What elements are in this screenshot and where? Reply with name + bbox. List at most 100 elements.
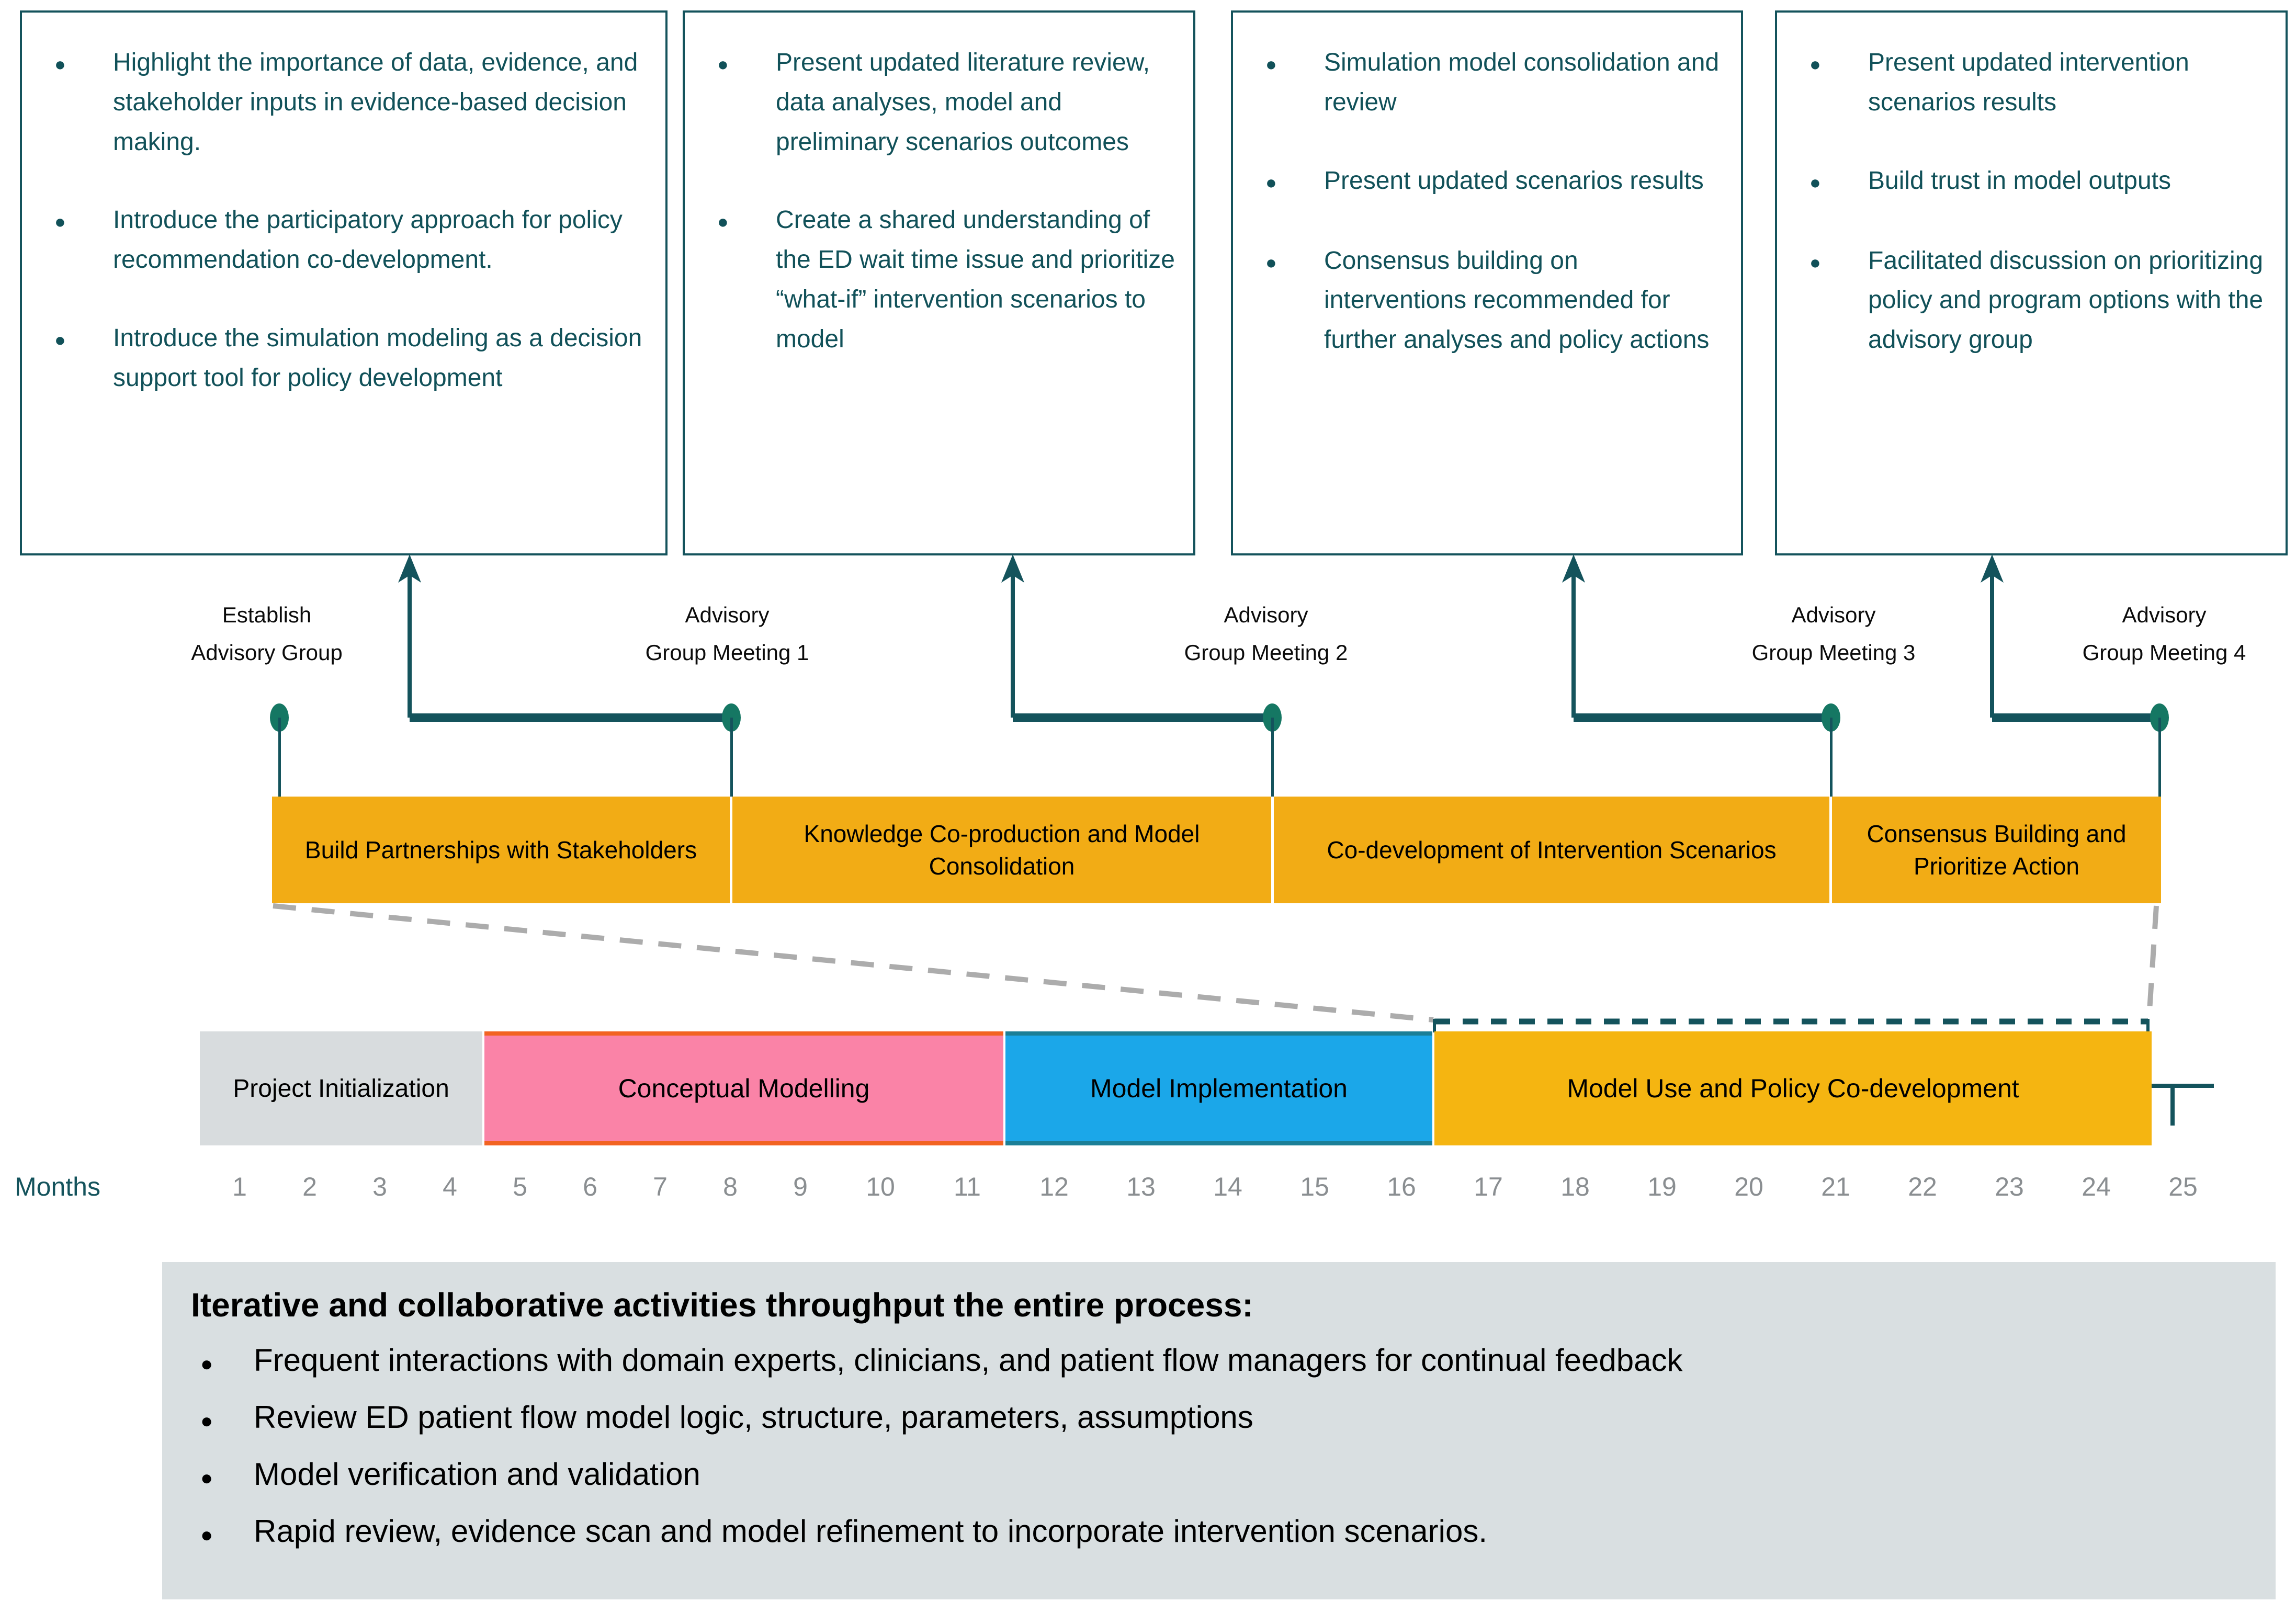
activities-panel: Iterative and collaborative activities t… (162, 1262, 2276, 1599)
month-tick: 25 (2168, 1172, 2198, 1201)
elbow-connector-4 (1992, 713, 2159, 722)
month-tick: 13 (1126, 1172, 1156, 1201)
month-tick: 17 (1474, 1172, 1503, 1201)
arrow-shaft-1 (408, 575, 412, 718)
bullet-icon (703, 200, 776, 359)
month-tick: 11 (954, 1172, 981, 1201)
elbow-connector-3 (1574, 713, 1831, 722)
months-axis-label: Months (15, 1172, 100, 1201)
bullet-text: Simulation model consolidation and revie… (1324, 49, 1720, 116)
arrow-shaft-4 (1990, 575, 1994, 718)
bullet-item: Frequent interactions with domain expert… (191, 1341, 2247, 1384)
month-tick: 23 (1995, 1172, 2024, 1201)
bullet-text: Frequent interactions with domain expert… (254, 1343, 1683, 1378)
meeting-box-1: Highlight the importance of data, eviden… (20, 10, 668, 555)
bullet-icon (191, 1398, 254, 1441)
drop-line (1830, 718, 1833, 797)
timeline-segment-conceptual-modelling: Conceptual Modelling (484, 1031, 1003, 1145)
month-tick: 5 (513, 1172, 527, 1201)
month-tick: 8 (723, 1172, 738, 1201)
bullet-item: Highlight the importance of data, eviden… (40, 43, 650, 162)
bullet-icon (703, 43, 776, 162)
bullet-item: Simulation model consolidation and revie… (1251, 43, 1725, 122)
month-tick: 9 (793, 1172, 808, 1201)
bullet-item: Introduce the participatory approach for… (40, 200, 650, 280)
elbow-connector-2 (1013, 713, 1272, 722)
bullet-icon (191, 1455, 254, 1498)
month-tick: 21 (1821, 1172, 1850, 1201)
bullet-text: Create a shared understanding of the ED … (776, 206, 1175, 353)
bullet-icon (1251, 43, 1324, 122)
bullet-item: Rapid review, evidence scan and model re… (191, 1512, 2247, 1555)
bullet-text: Facilitated discussion on prioritizing p… (1868, 246, 2264, 354)
arrow-up-icon (398, 554, 421, 583)
arrow-up-icon (1001, 554, 1024, 583)
dashed-connector-left (273, 903, 1434, 1023)
arrow-shaft-2 (1011, 575, 1015, 718)
milestone-label-meeting-4: Advisory Group Meeting 4 (2082, 603, 2246, 665)
month-tick: 1 (232, 1172, 247, 1201)
advisory-bar-segment-1: Build Partnerships with Stakeholders (272, 797, 730, 903)
bullet-item: Review ED patient flow model logic, stru… (191, 1398, 2247, 1441)
drop-line (2158, 718, 2161, 797)
bullet-item: Introduce the simulation modeling as a d… (40, 319, 650, 398)
bullet-item: Present updated intervention scenarios r… (1795, 43, 2270, 122)
advisory-bar-segment-2: Knowledge Co-production and Model Consol… (732, 797, 1271, 903)
meeting-box-3: Simulation model consolidation and revie… (1231, 10, 1743, 555)
milestone-label-meeting-2: Advisory Group Meeting 2 (1184, 603, 1348, 665)
month-tick: 24 (2082, 1172, 2111, 1201)
meeting-box-2: Present updated literature review, data … (683, 10, 1195, 555)
month-tick: 16 (1387, 1172, 1416, 1201)
bullet-icon (40, 200, 113, 280)
month-tick: 20 (1734, 1172, 1763, 1201)
milestone-label-meeting-3: Advisory Group Meeting 3 (1751, 603, 1916, 665)
arrow-up-icon (1981, 554, 2004, 583)
advisory-bar-segment-3: Co-development of Intervention Scenarios (1274, 797, 1829, 903)
bullet-text: Introduce the participatory approach for… (113, 206, 623, 274)
bullet-icon (1795, 241, 1868, 360)
bullet-item: Build trust in model outputs (1795, 161, 2270, 202)
timeline-segment-project-initialization: Project Initialization (200, 1031, 482, 1145)
bullet-icon (40, 319, 113, 398)
arrow-shaft-3 (1571, 575, 1576, 718)
month-tick: 14 (1213, 1172, 1242, 1201)
bullet-text: Present updated scenarios results (1324, 166, 1704, 195)
bullet-text: Present updated literature review, data … (776, 49, 1150, 156)
bullet-icon (1795, 43, 1868, 122)
bullet-text: Consensus building on interventions reco… (1324, 246, 1710, 354)
month-tick: 3 (372, 1172, 387, 1201)
month-tick: 2 (302, 1172, 317, 1201)
arrow-up-icon (1562, 554, 1585, 583)
milestone-label-establish: Establish Advisory Group (191, 603, 343, 665)
bullet-icon (1251, 241, 1324, 360)
bullet-text: Rapid review, evidence scan and model re… (254, 1514, 1487, 1549)
month-tick: 19 (1647, 1172, 1677, 1201)
bullet-item: Consensus building on interventions reco… (1251, 241, 1725, 360)
bullet-icon (40, 43, 113, 162)
month-tick: 6 (583, 1172, 597, 1201)
bullet-icon (1251, 161, 1324, 202)
month-tick: 7 (653, 1172, 668, 1201)
milestone-label-meeting-1: Advisory Group Meeting 1 (645, 603, 809, 665)
timeline-segment-model-implementation: Model Implementation (1005, 1031, 1432, 1145)
month-tick: 22 (1908, 1172, 1937, 1201)
month-tick: 15 (1300, 1172, 1329, 1201)
bullet-text: Review ED patient flow model logic, stru… (254, 1400, 1253, 1435)
bullet-text: Build trust in model outputs (1868, 166, 2171, 195)
activities-heading: Iterative and collaborative activities t… (191, 1286, 1253, 1324)
bullet-item: Present updated literature review, data … (703, 43, 1178, 162)
advisory-bar-segment-4: Consensus Building and Prioritize Action (1832, 797, 2161, 903)
dashed-connector-right (2146, 905, 2159, 1019)
bullet-text: Introduce the simulation modeling as a d… (113, 324, 642, 392)
month-tick: 12 (1039, 1172, 1069, 1201)
bullet-item: Present updated scenarios results (1251, 161, 1725, 202)
bullet-text: Model verification and validation (254, 1457, 700, 1492)
elbow-connector-1 (410, 713, 731, 722)
timeline-segment-model-use: Model Use and Policy Co-development (1434, 1031, 2152, 1145)
month-tick: 10 (866, 1172, 895, 1201)
bullet-item: Create a shared understanding of the ED … (703, 200, 1178, 359)
bullet-icon (191, 1341, 254, 1384)
bullet-icon (191, 1512, 254, 1555)
bullet-icon (1795, 161, 1868, 202)
